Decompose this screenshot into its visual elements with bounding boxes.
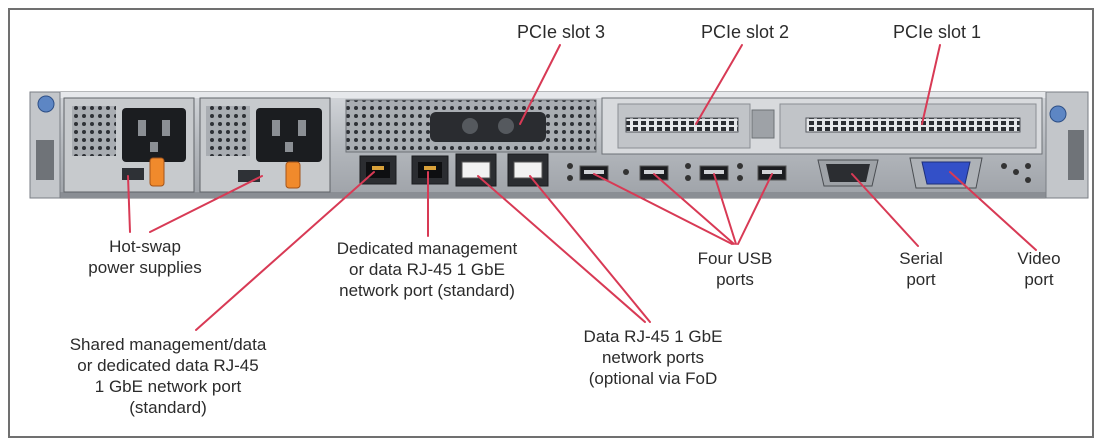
- shared-mgmt-port-label: Shared management/data or dedicated data…: [28, 334, 308, 418]
- serial-port-label: Serial port: [876, 248, 966, 290]
- video-port-label: Video port: [994, 248, 1084, 290]
- pcie-slot-2-bracket: [626, 118, 738, 132]
- data-ports-label: Data RJ-45 1 GbE network ports (optional…: [548, 326, 758, 389]
- data-network-port-1: [456, 154, 496, 186]
- left-rack-ear: [30, 92, 60, 198]
- pcie-slot-3-label: PCIe slot 3: [486, 22, 636, 43]
- serial-port-connector: [818, 160, 878, 186]
- dedicated-mgmt-network-port: [412, 156, 448, 184]
- usb-ports-label: Four USB ports: [660, 248, 810, 290]
- dedicated-mgmt-port-label: Dedicated management or data RJ-45 1 GbE…: [282, 238, 572, 301]
- pcie-slot-1-label: PCIe slot 1: [862, 22, 1012, 43]
- video-port-connector: [910, 158, 982, 188]
- rear-vent-grid: [346, 100, 596, 152]
- power-supply-2: [200, 98, 330, 192]
- power-supplies-label: Hot-swap power supplies: [50, 236, 240, 278]
- pcie-slot-2-label: PCIe slot 2: [670, 22, 820, 43]
- pcie-slot-1-bracket: [806, 118, 1020, 132]
- data-network-port-2: [508, 154, 548, 186]
- right-rack-ear: [1046, 92, 1088, 198]
